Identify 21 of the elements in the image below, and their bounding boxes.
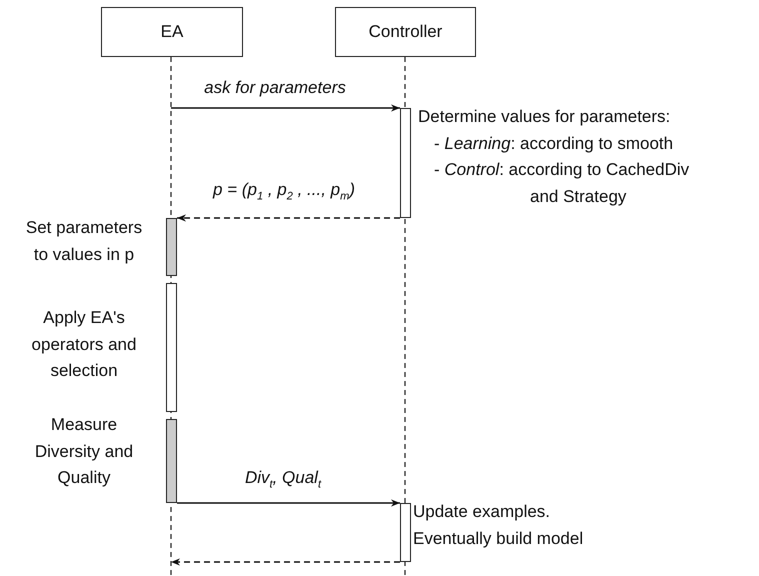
arrow <box>171 558 400 566</box>
participant-name: Controller <box>368 22 442 42</box>
arrow <box>177 499 400 507</box>
activation-bar <box>166 283 177 412</box>
activity-note: - Control: according to CachedDiv and Strategy <box>434 159 690 208</box>
activation-bar <box>166 218 177 276</box>
activity-note: - Learning: according to smooth <box>434 132 674 154</box>
participant-box <box>101 7 243 57</box>
participant-name: EA <box>160 22 184 42</box>
activity-note: Set parameters to values in p <box>24 217 144 266</box>
activation-bar <box>400 108 411 218</box>
participant-box <box>335 7 476 57</box>
activation-bar <box>400 503 411 562</box>
activity-note: Measure Diversity and Quality <box>34 414 134 489</box>
activation-bar <box>166 419 177 503</box>
arrow <box>177 214 400 222</box>
activity-note: Apply EA's operators and selection <box>30 307 138 382</box>
activity-note: Determine values for parameters: <box>418 106 672 128</box>
arrow <box>171 104 400 112</box>
message-label: ask for parameters <box>202 78 348 98</box>
activity-note: Update examples. Eventually build model <box>413 501 584 550</box>
